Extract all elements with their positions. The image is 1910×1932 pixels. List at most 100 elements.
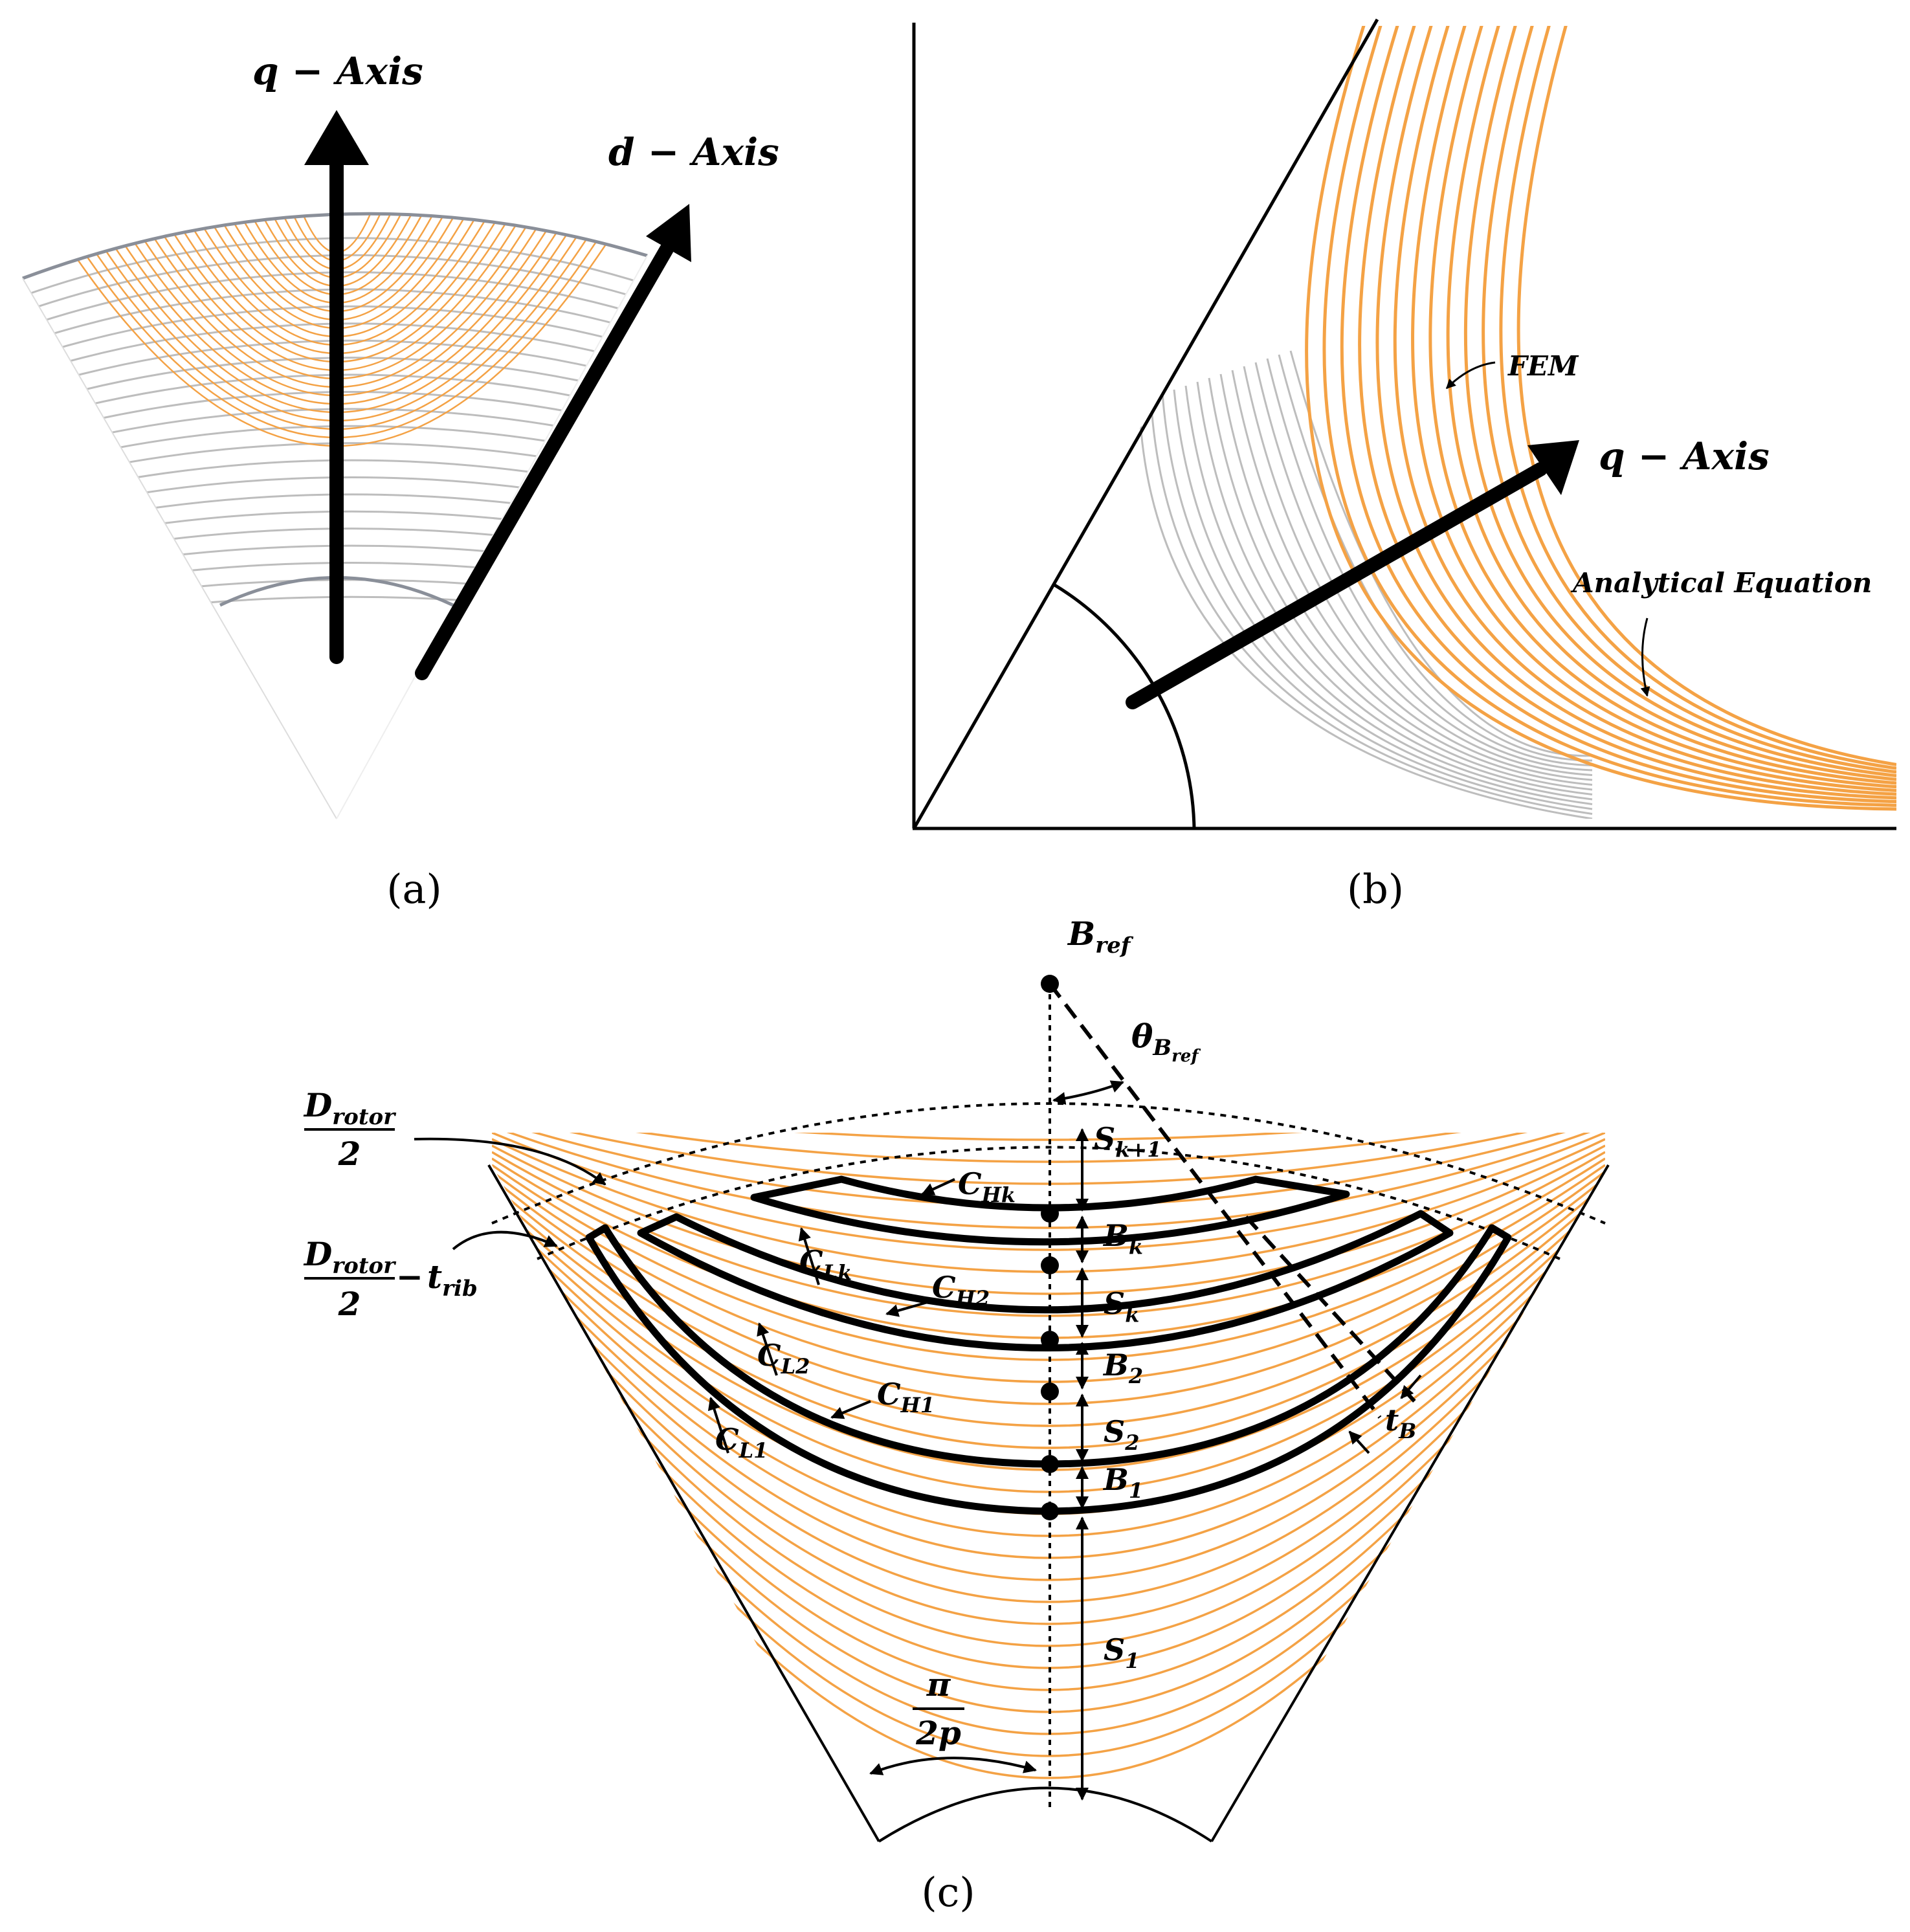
flux-line (492, 1190, 1605, 1449)
gap-label-b-1: B1 (1102, 1462, 1143, 1503)
fem-line (1161, 393, 1593, 810)
svg-text:Drotor: Drotor (303, 1086, 396, 1130)
svg-text:π: π (926, 1665, 951, 1704)
b-ref-label: Bref (1067, 915, 1134, 959)
flux-line (492, 1094, 1605, 1118)
curve-label-c-l2: CL2 (757, 1338, 810, 1379)
panel-a-sector-edge-left (22, 278, 337, 819)
panel-a: q − Axis d − Axis (a) (22, 49, 779, 913)
theta-label: θBref (1131, 1017, 1201, 1066)
gap-label-s-k1: Sk+1 (1094, 1121, 1161, 1162)
svg-text:2: 2 (338, 1135, 361, 1173)
panel-b-q-axis-label: q − Axis (1599, 434, 1770, 478)
curve-label-c-h2: CH2 (932, 1270, 990, 1311)
pole-angle-arrow (869, 1757, 1037, 1775)
analytical-line (1340, 26, 1896, 804)
panel-a-caption: (a) (386, 865, 441, 913)
gap-label-b-k: Bk (1102, 1218, 1143, 1259)
panel-a-q-axis-label: q − Axis (252, 49, 423, 93)
flux-line (492, 1183, 1605, 1427)
analytical-line (1305, 26, 1896, 811)
q-axis-arrow (304, 110, 369, 664)
panel-a-d-axis-label: d − Axis (608, 130, 779, 174)
fem-line (1231, 370, 1593, 781)
analytical-line (1499, 26, 1896, 770)
fem-line (1289, 350, 1593, 757)
analytical-line (1393, 26, 1896, 792)
fem-line (1173, 389, 1593, 805)
panel-b-sector-edge (912, 18, 1379, 830)
panel-c-shaft-arc (878, 1786, 1213, 1843)
panel-b: q − Axis FEM Analytical Equation (b) (912, 18, 1896, 913)
gap-label-s-k: Sk (1104, 1286, 1139, 1327)
fem-line (1243, 366, 1593, 776)
svg-text:Drotor: Drotor (303, 1235, 396, 1279)
panel-b-fem-pointer (1445, 361, 1496, 390)
svg-text:2: 2 (338, 1285, 361, 1323)
curve-label-c-l1: CL1 (715, 1422, 768, 1463)
panel-c-sector-edge-left (487, 1164, 880, 1842)
fem-line (1138, 401, 1593, 819)
pole-angle-fraction: π 2p (913, 1665, 964, 1752)
panel-c-caption: (c) (921, 1869, 975, 1916)
fem-line (1208, 377, 1593, 791)
svg-text:2p: 2p (915, 1714, 961, 1752)
curve-label-pointers (707, 1178, 955, 1454)
q-axis-markers (1041, 975, 1059, 1520)
fem-line (1266, 358, 1593, 766)
analytical-line (1322, 26, 1896, 807)
panel-c-sector-edge-right (1210, 1164, 1610, 1843)
panel-b-analytical-label: Analytical Equation (1570, 567, 1872, 599)
panel-b-caption: (b) (1347, 865, 1404, 913)
b-ref-ray-offset (1244, 1215, 1419, 1406)
gap-label-s-2: S2 (1104, 1414, 1140, 1455)
fem-line (1184, 385, 1593, 801)
svg-text:trib: trib (427, 1258, 478, 1302)
fem-line (1254, 362, 1593, 772)
gap-label-b-2: B2 (1102, 1348, 1143, 1388)
analytical-line (1463, 26, 1896, 778)
analytical-line (1516, 26, 1896, 766)
analytical-line (1446, 26, 1896, 781)
gap-label-s-1: S1 (1104, 1632, 1140, 1673)
flux-line (492, 1228, 1605, 1581)
flux-line (492, 1235, 1605, 1603)
fem-line (1149, 397, 1593, 815)
flux-line (492, 1133, 1605, 1229)
b-ref-ray (1048, 983, 1382, 1419)
d-rotor-pointer (414, 1137, 606, 1186)
analytical-line (1358, 26, 1896, 800)
curve-label-c-lk: CLk (799, 1244, 852, 1285)
panel-b-q-axis-arrow (1126, 440, 1579, 709)
barrier-2 (637, 1210, 1454, 1351)
rotor-rib-circle (537, 1146, 1560, 1260)
flux-line (492, 1177, 1605, 1405)
flux-line (492, 1133, 1605, 1251)
curve-label-c-hk: CHk (958, 1166, 1016, 1207)
d-rotor-minus-rib-fraction: Drotor 2 − trib (303, 1235, 478, 1323)
panel-c: Bref θBref Drotor 2 Drotor 2 − trib Sk+1… (303, 915, 1610, 1916)
panel-b-fem-lines (1138, 350, 1593, 819)
d-rotor-fraction: Drotor 2 (303, 1086, 396, 1173)
flux-line (492, 1248, 1605, 1647)
barrier-1 (585, 1224, 1512, 1515)
analytical-line (1428, 26, 1896, 785)
barrier-k (750, 1175, 1350, 1246)
analytical-line (1375, 26, 1896, 796)
fem-line (1278, 354, 1593, 762)
fem-line (1219, 373, 1593, 786)
panel-b-fem-label: FEM (1507, 350, 1579, 382)
rotor-outer-circle (491, 1102, 1606, 1225)
t-b-label: tB (1385, 1403, 1416, 1443)
panel-b-analytical-pointer (1640, 617, 1650, 697)
panel-b-rotor-arc (1052, 583, 1196, 829)
analytical-line (1411, 26, 1896, 789)
analytical-line (1482, 26, 1896, 774)
theta-arc-arrow (1052, 1080, 1124, 1105)
flux-line (492, 1241, 1605, 1625)
curve-label-c-h1: CH1 (877, 1377, 935, 1417)
d-rotor-rib-pointer (452, 1230, 558, 1250)
panel-b-analytical-lines (1305, 26, 1896, 811)
t-b-arrows (1348, 1374, 1422, 1454)
d-axis-arrow (415, 204, 691, 680)
